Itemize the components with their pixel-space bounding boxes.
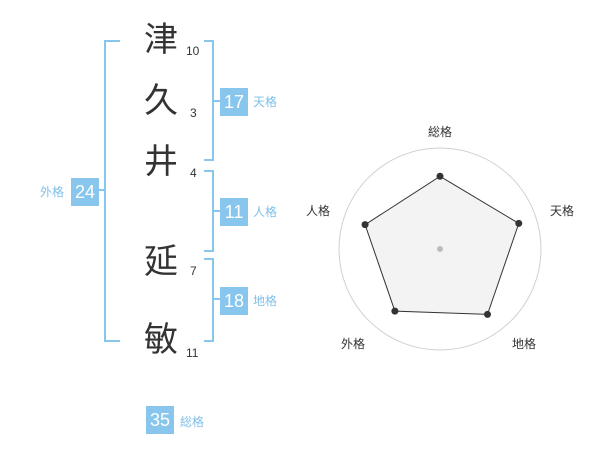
jinkaku-label: 人格 <box>253 205 278 219</box>
name-char-2: 久 <box>144 81 178 121</box>
stroke-count-2: 3 <box>190 106 197 120</box>
chikaku-bracket <box>204 258 214 342</box>
stroke-count-4: 7 <box>190 264 197 278</box>
name-char-4: 延 <box>144 242 178 282</box>
radar-axis-label-gaikaku: 外格 <box>341 337 366 351</box>
gaikaku-label: 外格 <box>40 185 65 199</box>
radar-axis-label-soukaku: 総格 <box>428 125 453 139</box>
radar-point-3 <box>483 310 491 318</box>
gaikaku-bracket <box>104 40 120 342</box>
jinkaku-value: 11 <box>220 198 248 226</box>
radar-points <box>361 172 523 318</box>
chikaku-bracket-tick <box>212 298 220 300</box>
chikaku-value: 18 <box>220 287 248 315</box>
radar-point-2 <box>515 219 523 227</box>
name-char-1: 津 <box>144 20 178 60</box>
tenkaku-label: 天格 <box>253 95 278 109</box>
radar-point-1 <box>436 172 444 180</box>
radar-center-dot <box>437 246 443 252</box>
tenkaku-value: 17 <box>220 88 248 116</box>
chikaku-label: 地格 <box>253 294 278 308</box>
jinkaku-bracket-tick <box>212 210 220 212</box>
stroke-count-1: 10 <box>186 44 200 58</box>
radar-point-4 <box>391 307 399 315</box>
soukaku-value: 35 <box>146 406 174 434</box>
gaikaku-value: 24 <box>71 178 99 206</box>
name-char-5: 敏 <box>144 320 178 360</box>
soukaku-label: 総格 <box>180 415 205 429</box>
radar-shape <box>364 175 520 315</box>
name-char-3: 井 <box>144 142 178 182</box>
tenkaku-bracket-tick <box>212 100 220 102</box>
gaikaku-bracket-tick <box>98 189 106 191</box>
radar-point-5 <box>361 221 369 229</box>
stroke-count-5: 11 <box>186 346 199 360</box>
radar-axis-label-chikaku: 地格 <box>512 337 537 351</box>
radar-axis-label-jinkaku: 人格 <box>306 204 331 218</box>
radar-axis-label-tenkaku: 天格 <box>550 204 575 218</box>
stroke-count-3: 4 <box>190 166 197 180</box>
